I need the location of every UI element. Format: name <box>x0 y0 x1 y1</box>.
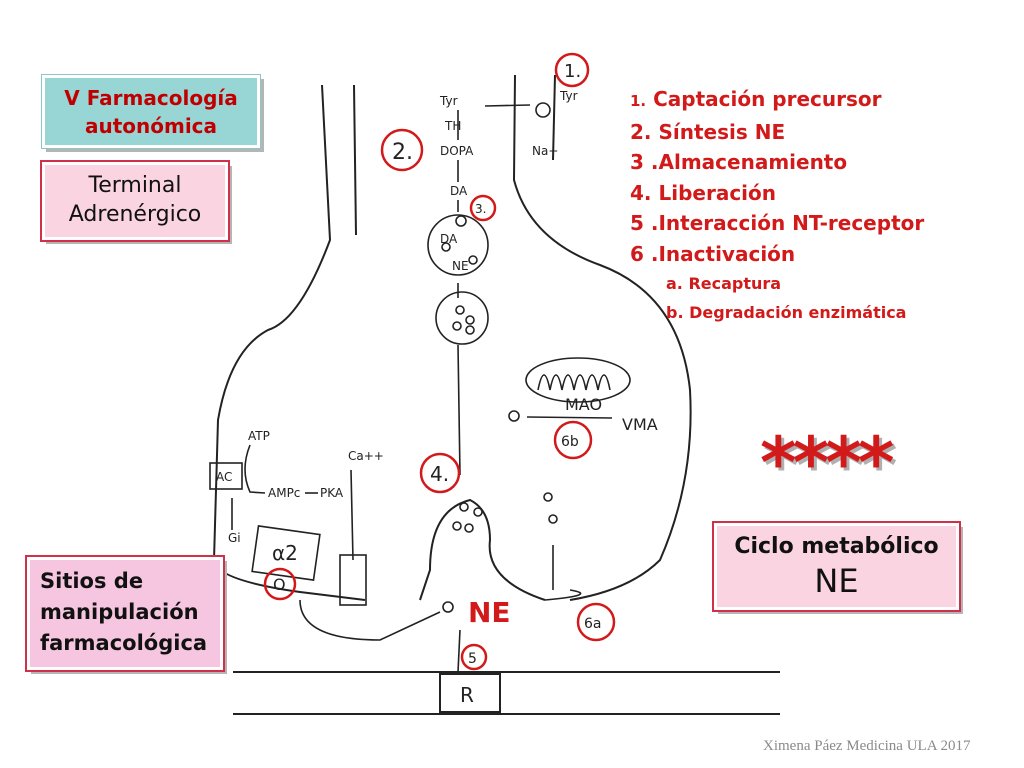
vesicle-synthesis <box>427 214 489 276</box>
svg-text:2.: 2. <box>392 140 413 165</box>
svg-text:O: O <box>273 575 286 594</box>
alpha2-receptor <box>251 525 321 581</box>
gi-label: Gi <box>228 531 241 545</box>
svg-text:6a: 6a <box>584 616 602 632</box>
marker-O <box>263 567 297 601</box>
sitios-line3: farmacológica <box>40 631 208 655</box>
pka-label: PKA <box>320 486 344 500</box>
postsynaptic-membrane <box>233 671 780 715</box>
svg-text:4.: 4. <box>430 462 449 486</box>
marker-3 <box>469 194 497 222</box>
tyr-inner-label: Tyr <box>439 94 458 108</box>
ca-label: Ca++ <box>348 449 384 463</box>
step-item: 2. Síntesis NE <box>630 119 786 144</box>
ne-synaptic-label: NE <box>468 596 511 629</box>
svg-text:1.: 1. <box>564 61 581 82</box>
tyr-outer-label: Tyr <box>559 89 578 103</box>
title-line2: autonómica <box>84 114 218 138</box>
svg-text:3.: 3. <box>475 202 486 216</box>
na-label: Na+ <box>532 144 558 158</box>
credit-text: Ximena Páez Medicina ULA 2017 <box>763 738 971 754</box>
marker-4 <box>419 452 461 494</box>
receptor-label: R <box>460 683 474 707</box>
substep-item: b. Degradación enzimática <box>666 303 907 322</box>
marker-6b <box>553 420 593 460</box>
da-label: DA <box>450 184 468 198</box>
dopa-label: DOPA <box>440 144 474 158</box>
marker-6a <box>576 602 616 642</box>
mao-label: MAO <box>565 395 602 414</box>
ciclo-line1: Ciclo metabólico <box>734 534 939 559</box>
step-item: 4. Liberación <box>630 180 777 205</box>
svg-text:6b: 6b <box>561 434 579 450</box>
stars-mark: **** <box>760 422 894 504</box>
marker-2 <box>380 128 424 172</box>
terminal-line1: Terminal <box>88 173 182 198</box>
terminal-box: Terminal Adrenérgico <box>40 160 230 242</box>
svg-text:5: 5 <box>468 651 477 667</box>
steps-list: 1. Captación precursor 2. Síntesis NE 3 … <box>630 84 924 327</box>
title-box: V Farmacología autonómica <box>41 74 261 149</box>
step-item: 1. Captación precursor <box>630 87 882 111</box>
terminal-line2: Adrenérgico <box>68 202 202 227</box>
ne-vesicle-label: NE <box>452 259 469 273</box>
sitios-line1: Sitios de <box>40 569 144 593</box>
step-item: 6 .Inactivación <box>630 241 796 266</box>
th-label: TH <box>444 119 461 133</box>
ac-label: AC <box>216 470 232 484</box>
ac-box <box>209 462 243 490</box>
marker-5 <box>460 643 488 671</box>
vesicle-storage <box>435 291 489 345</box>
sitios-line2: manipulación <box>40 600 199 624</box>
mitochondrion <box>525 357 631 403</box>
axon-membrane <box>212 74 692 601</box>
ciclo-box: Ciclo metabólico NE <box>712 521 961 612</box>
step-item: 3 .Almacenamiento <box>630 150 848 174</box>
marker-1 <box>554 52 590 88</box>
sitios-box: Sitios de manipulación farmacológica <box>25 555 225 672</box>
substep-item: a. Recaptura <box>666 274 782 293</box>
ampc-label: AMPc <box>268 486 300 500</box>
vma-label: VMA <box>622 415 658 434</box>
step-item: 5 .Interacción NT-receptor <box>630 211 925 235</box>
ciclo-line2: NE <box>814 562 859 600</box>
receptor-box <box>439 673 501 713</box>
alpha2-label: α2 <box>272 541 298 565</box>
da-vesicle-label: DA <box>440 232 458 246</box>
title-line1: V Farmacología <box>64 86 238 110</box>
atp-label: ATP <box>248 429 270 443</box>
